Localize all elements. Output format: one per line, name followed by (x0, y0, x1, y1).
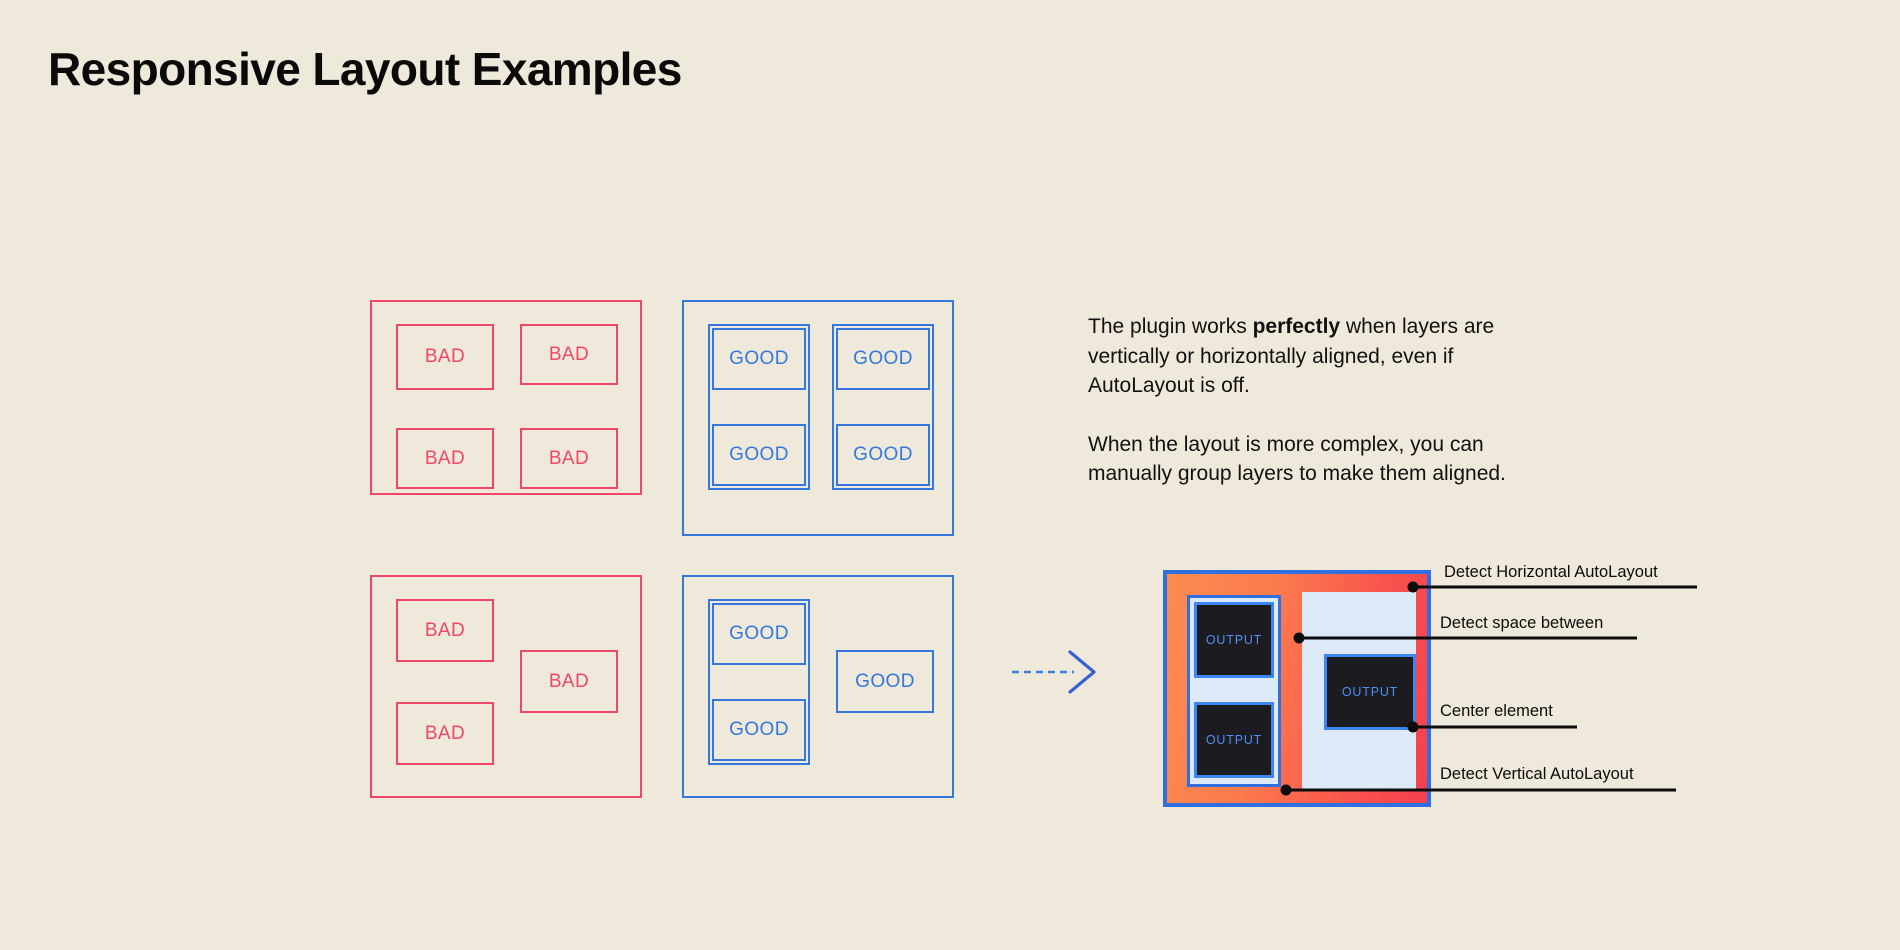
description-text: The plugin works perfectly when layers a… (1088, 312, 1558, 489)
example-panel-good-grouped: GOOD GOOD GOOD (682, 575, 954, 798)
annotation-label-detect-horizontal-autolayout: Detect Horizontal AutoLayout (1444, 563, 1658, 581)
description-p1-emphasis: perfectly (1252, 315, 1341, 338)
example-cell-good: GOOD (712, 328, 806, 390)
description-paragraph-1: The plugin works perfectly when layers a… (1088, 312, 1558, 401)
example-cell-bad: BAD (520, 428, 618, 489)
page-title: Responsive Layout Examples (48, 43, 682, 95)
example-cell-good: GOOD (836, 328, 930, 390)
vertical-autolayout-group: OUTPUT OUTPUT (1187, 595, 1281, 787)
example-panel-good-grid: GOOD GOOD GOOD GOOD (682, 300, 954, 536)
centered-element-group: OUTPUT (1302, 592, 1416, 791)
example-cell-bad: BAD (396, 324, 494, 390)
description-p1-part1: The plugin works (1088, 315, 1253, 338)
example-cell-good: GOOD (712, 603, 806, 665)
annotation-label-detect-vertical-autolayout: Detect Vertical AutoLayout (1440, 765, 1634, 783)
output-box: OUTPUT (1194, 602, 1274, 678)
group-outline-column-1 (708, 324, 810, 490)
example-cell-bad: BAD (520, 324, 618, 385)
description-paragraph-2: When the layout is more complex, you can… (1088, 432, 1506, 486)
example-cell-bad: BAD (520, 650, 618, 713)
annotation-label-center-element: Center element (1440, 702, 1553, 720)
output-box: OUTPUT (1194, 702, 1274, 778)
dashed-arrow-right-icon (1012, 650, 1096, 694)
example-panel-bad-grid: BAD BAD BAD BAD (370, 300, 642, 495)
example-panel-bad-misaligned: BAD BAD BAD (370, 575, 642, 798)
example-cell-good: GOOD (712, 424, 806, 486)
example-cell-good: GOOD (836, 650, 934, 713)
plugin-result-screenshot: OUTPUT OUTPUT OUTPUT (1163, 570, 1431, 807)
description-p1-part2: when layers are vertically or horizontal… (1088, 315, 1495, 397)
example-cell-bad: BAD (396, 428, 494, 489)
group-outline-column-1 (708, 599, 810, 765)
example-cell-good: GOOD (836, 424, 930, 486)
example-cell-good: GOOD (712, 699, 806, 761)
group-outline-column-2 (832, 324, 934, 490)
output-box: OUTPUT (1324, 654, 1416, 730)
annotation-label-detect-space-between: Detect space between (1440, 614, 1604, 632)
example-cell-bad: BAD (396, 599, 494, 662)
example-cell-bad: BAD (396, 702, 494, 765)
